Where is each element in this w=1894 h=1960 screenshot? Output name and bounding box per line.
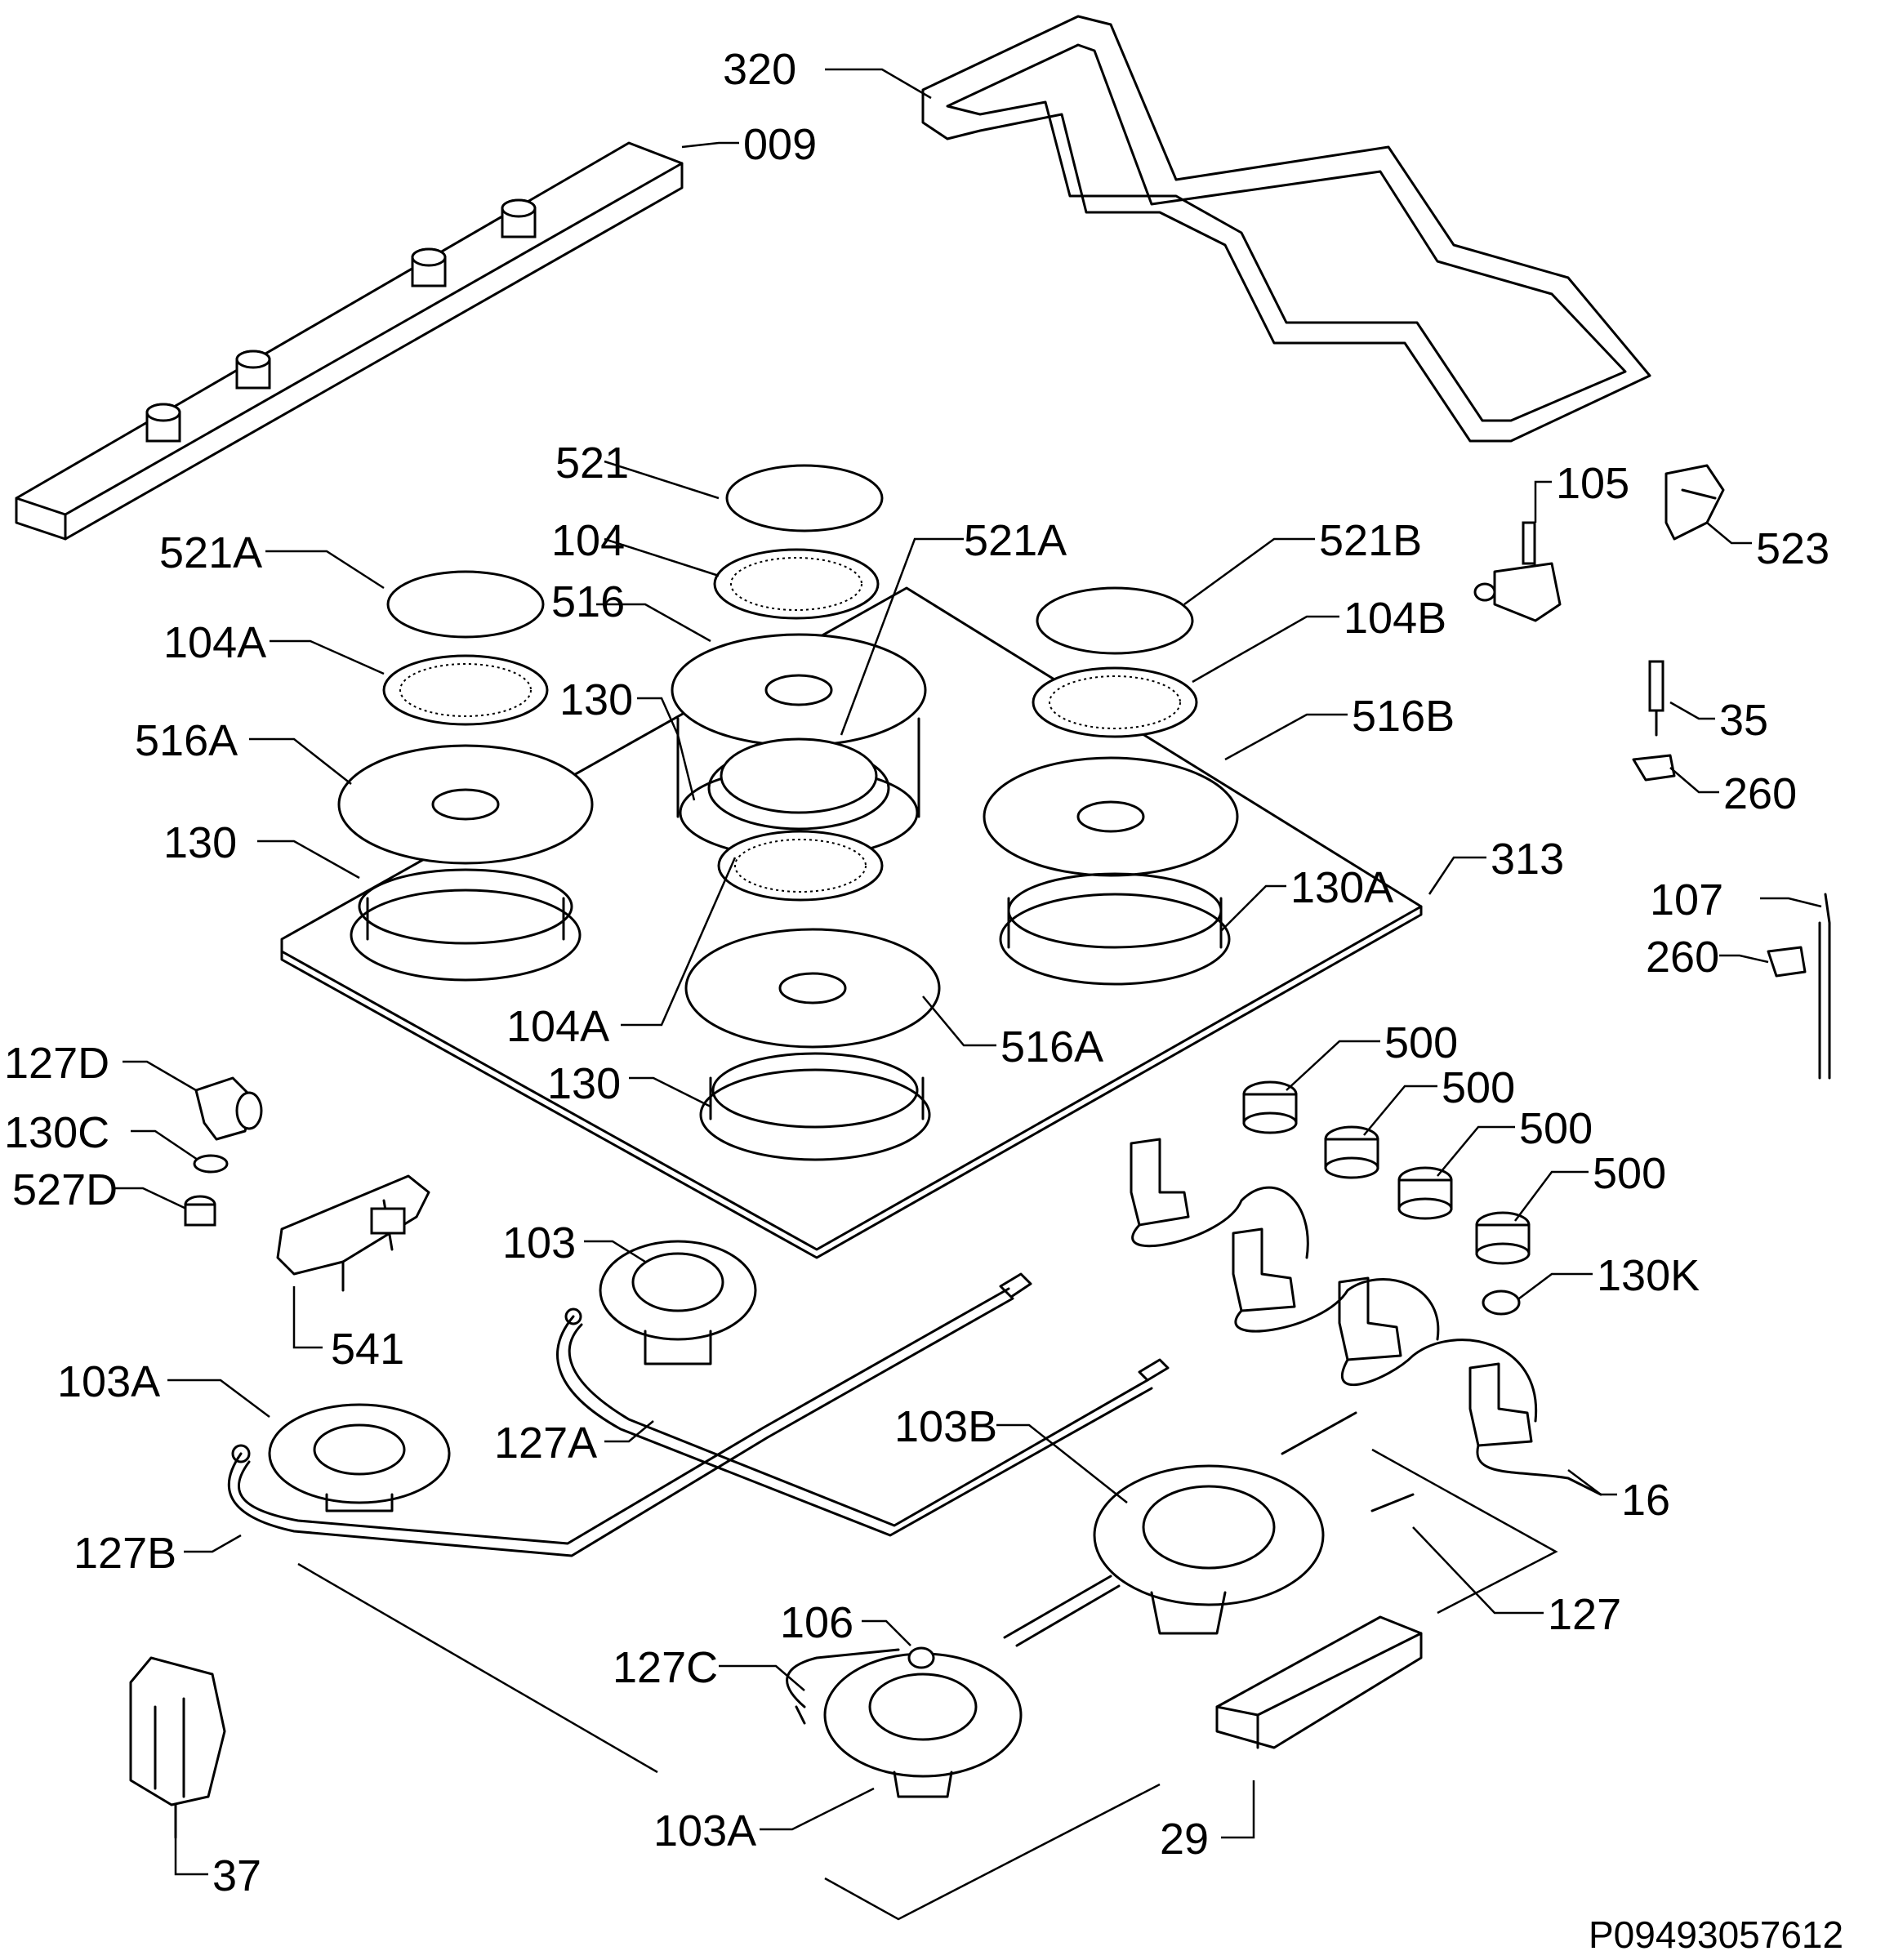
part-labels: 320 009 521 104 521A 521B 105 523 521A 5…	[4, 45, 1843, 1956]
label-130-low: 130	[547, 1059, 621, 1108]
label-260-a: 260	[1723, 769, 1797, 818]
thermocouple-35[interactable]	[1632, 660, 1676, 782]
burner-base-103a-bottom[interactable]	[823, 1652, 1023, 1798]
label-127d: 127D	[4, 1039, 109, 1088]
label-104b: 104B	[1344, 594, 1446, 643]
label-500-a: 500	[1384, 1018, 1458, 1067]
label-500-c: 500	[1519, 1104, 1593, 1153]
washer-130c[interactable]	[193, 1154, 229, 1174]
ignition-switch-harness-16[interactable]	[1130, 1138, 1602, 1496]
label-521a-top: 521A	[964, 516, 1067, 565]
label-523: 523	[1756, 524, 1829, 573]
label-127c: 127C	[613, 1643, 718, 1692]
burner-base-103b[interactable]	[1093, 1464, 1325, 1635]
label-130a: 130A	[1290, 863, 1393, 912]
burner-base-103a-left[interactable]	[231, 1403, 451, 1512]
gas-tube-127[interactable]	[1003, 1411, 1415, 1647]
label-103b: 103B	[894, 1402, 997, 1451]
burner-stack-left[interactable]	[337, 570, 594, 982]
label-521: 521	[555, 439, 629, 488]
label-500-d: 500	[1593, 1149, 1666, 1198]
drawing-code: P09493057612	[1589, 1913, 1843, 1956]
label-107: 107	[1650, 875, 1723, 924]
label-37: 37	[212, 1851, 261, 1900]
label-130c: 130C	[4, 1108, 109, 1157]
label-516a-mid: 516A	[1000, 1022, 1103, 1071]
label-16: 16	[1621, 1476, 1670, 1525]
gas-tube-127c[interactable]	[786, 1648, 900, 1725]
injector-106[interactable]	[907, 1646, 935, 1669]
pan-support-320[interactable]	[921, 15, 1651, 443]
label-521a-left: 521A	[159, 528, 262, 577]
label-541: 541	[331, 1325, 404, 1374]
label-105: 105	[1556, 459, 1629, 508]
burner-base-103[interactable]	[564, 1240, 757, 1365]
label-29: 29	[1160, 1815, 1209, 1864]
spark-module-29[interactable]	[1215, 1615, 1423, 1749]
label-35: 35	[1719, 696, 1768, 745]
label-130-mid: 130	[559, 675, 633, 724]
label-320: 320	[723, 45, 796, 94]
label-260-b: 260	[1646, 933, 1719, 982]
hob-top-plate-313[interactable]	[280, 586, 1423, 1259]
label-130-left: 130	[163, 818, 237, 867]
label-516a-left: 516A	[135, 716, 238, 765]
label-521b: 521B	[1319, 516, 1422, 565]
label-127: 127	[1548, 1590, 1621, 1639]
elbow-fitting-127d[interactable]	[194, 1076, 263, 1141]
label-103a-bottom: 103A	[653, 1806, 756, 1855]
label-527d: 527D	[12, 1165, 118, 1214]
label-104a-left: 104A	[163, 618, 266, 667]
gas-valve-105[interactable]	[1473, 521, 1562, 622]
label-104: 104	[551, 516, 625, 565]
electrode-107[interactable]	[1767, 893, 1831, 1080]
nut-527d[interactable]	[184, 1195, 216, 1227]
label-516: 516	[551, 577, 625, 626]
label-127b: 127B	[74, 1529, 176, 1578]
burner-stack-front[interactable]	[684, 830, 941, 1161]
gas-tube-127a[interactable]	[556, 1315, 1170, 1537]
label-104a-mid: 104A	[506, 1002, 609, 1051]
switch-bracket-37[interactable]	[129, 1656, 226, 1839]
label-106: 106	[780, 1598, 853, 1647]
label-130k: 130K	[1597, 1251, 1700, 1300]
label-009: 009	[743, 120, 817, 169]
label-127a: 127A	[494, 1419, 597, 1468]
leader-lines	[114, 68, 1822, 1921]
gas-tube-127b[interactable]	[227, 1272, 1032, 1557]
label-103: 103	[502, 1218, 576, 1267]
label-500-b: 500	[1442, 1063, 1515, 1112]
label-313: 313	[1491, 835, 1564, 884]
burner-stack-right[interactable]	[983, 586, 1239, 986]
control-panel-009[interactable]	[15, 141, 684, 541]
seal-130k[interactable]	[1482, 1290, 1521, 1316]
spark-generator-541[interactable]	[276, 1174, 430, 1292]
panel-knob-stub	[145, 198, 537, 443]
burner-stack-rear[interactable]	[671, 464, 927, 859]
label-103a-left: 103A	[57, 1357, 160, 1406]
label-516b: 516B	[1352, 692, 1455, 741]
